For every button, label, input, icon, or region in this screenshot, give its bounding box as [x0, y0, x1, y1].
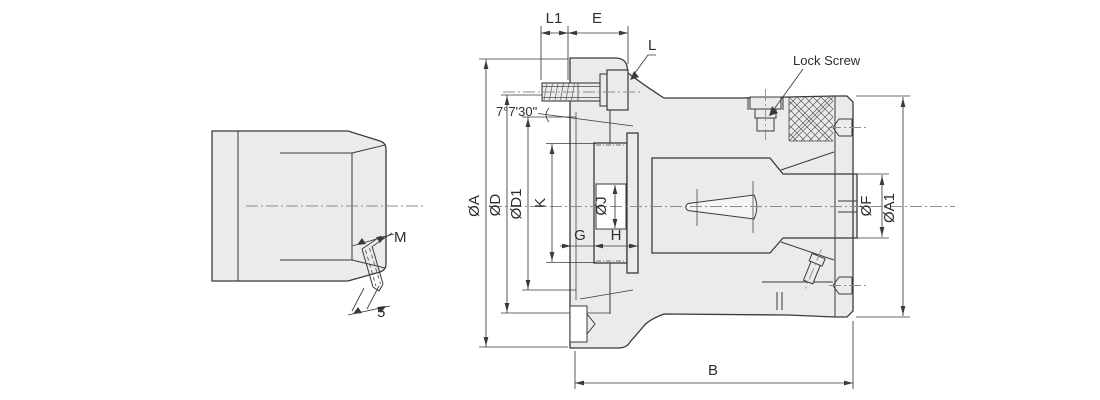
collet-taper-bore [685, 194, 758, 220]
angled-tapped-hole [361, 245, 384, 292]
dim-label-l1: L1 [546, 10, 563, 27]
flange-center-hole [569, 305, 596, 343]
dim-label-5: 5 [377, 304, 385, 321]
lock-screw-leader: Lock Screw [769, 53, 861, 116]
dim-label-od1: ØD1 [508, 189, 525, 220]
dim-label-k: K [532, 198, 549, 208]
dimension-lines: L1 E L Lock Screw ØA ØD ØD1 K [466, 10, 910, 389]
ring-socket-screw-top [829, 118, 868, 137]
stud-washer [599, 73, 608, 107]
pilot-rim [626, 132, 639, 274]
sleeve-body [211, 130, 387, 282]
dim-5: 5 [347, 285, 391, 321]
chuck-section-view: 7°7'30" [490, 57, 955, 349]
dim-label-l: L [648, 37, 656, 54]
sleeve-side-view: M 5 [211, 130, 424, 321]
dim-label-oa1: ØA1 [881, 193, 898, 223]
dim-label-m: M [394, 229, 407, 246]
dim-label-oj: ØJ [593, 196, 610, 215]
dim-label-oa: ØA [466, 195, 483, 217]
dim-m: M [351, 229, 407, 250]
dim-label-g: G [574, 227, 586, 244]
dim-label-od: ØD [487, 194, 504, 217]
dim-label-h: H [611, 227, 622, 244]
dim-label-e: E [592, 10, 602, 27]
dim-l-leader: L [630, 37, 656, 80]
angled-set-screw [802, 249, 826, 289]
sleeve-bore [280, 144, 386, 269]
knurl-pattern [788, 96, 834, 142]
stud-screw [503, 69, 643, 111]
ring-socket-screw-bottom [829, 276, 868, 295]
taper-angle-label: 7°7'30" [496, 104, 538, 119]
dim-label-of: ØF [858, 196, 875, 217]
stud-nut [606, 69, 629, 111]
lock-screw [747, 89, 784, 140]
taper-angle-annotation: 7°7'30" [496, 104, 634, 300]
dim-label-b: B [708, 362, 718, 379]
lock-screw-label: Lock Screw [793, 53, 861, 68]
